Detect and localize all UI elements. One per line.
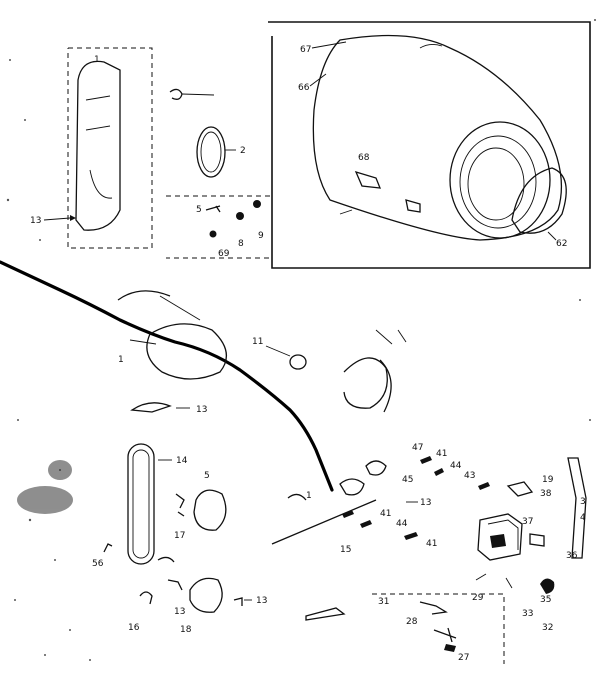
label-11: 11	[252, 337, 263, 347]
label-35: 35	[540, 595, 551, 605]
label-13-upper: 13	[30, 216, 41, 226]
label-56: 56	[92, 559, 104, 569]
label-15: 15	[340, 545, 351, 555]
label-3: 3	[580, 497, 586, 507]
label-32: 32	[542, 623, 553, 633]
label-4: 4	[580, 513, 586, 523]
label-67: 67	[300, 45, 311, 55]
label-16: 16	[128, 623, 140, 633]
lower-middle-group: 1 47 41 44 43 45 13 41 44 41 15	[271, 443, 490, 555]
label-8: 8	[238, 239, 244, 249]
label-44-b: 44	[396, 519, 408, 529]
label-44-a: 44	[450, 461, 462, 471]
label-5-lower: 5	[204, 471, 210, 481]
label-41-a: 41	[436, 449, 447, 459]
label-5: 5	[196, 205, 202, 215]
label-47: 47	[412, 443, 423, 453]
label-33: 33	[522, 609, 533, 619]
label-9: 9	[258, 231, 264, 241]
middle-group: 1 11 13	[117, 290, 407, 415]
label-38: 38	[540, 489, 552, 499]
scan-noise	[6, 19, 596, 661]
label-27: 27	[458, 653, 469, 663]
label-68: 68	[358, 153, 370, 163]
drum-group: 62 66 67 68	[268, 21, 591, 269]
label-17: 17	[174, 531, 185, 541]
label-2: 2	[240, 146, 246, 156]
right-group: 19 38 37 36 3 4 35 33 32 31 29 28 27	[372, 457, 587, 664]
label-66: 66	[298, 83, 310, 93]
label-45: 45	[402, 475, 413, 485]
dark-smudge	[17, 460, 73, 514]
label-13-mid: 13	[196, 405, 207, 415]
label-13-lower-b: 13	[256, 596, 267, 606]
label-19: 19	[542, 475, 554, 485]
upper-left-group: 1 2 5 8 9 69 13	[30, 47, 273, 259]
label-18: 18	[180, 625, 192, 635]
scan-scratch-line	[0, 260, 334, 492]
label-1-mid: 1	[118, 355, 124, 365]
label-41-b: 41	[380, 509, 391, 519]
label-1-lower: 1	[306, 491, 312, 501]
label-14: 14	[176, 456, 188, 466]
label-13-lower-a: 13	[174, 607, 185, 617]
label-29: 29	[472, 593, 484, 603]
label-41-c: 41	[426, 539, 437, 549]
label-31: 31	[378, 597, 389, 607]
label-37: 37	[522, 517, 533, 527]
label-13-right: 13	[420, 498, 431, 508]
label-1: 1	[94, 55, 100, 65]
label-43: 43	[464, 471, 475, 481]
label-62: 62	[556, 239, 567, 249]
lower-left-group: 14 5 17 56 16 13 18 13	[92, 443, 346, 635]
label-28: 28	[406, 617, 418, 627]
label-69: 69	[218, 249, 230, 259]
